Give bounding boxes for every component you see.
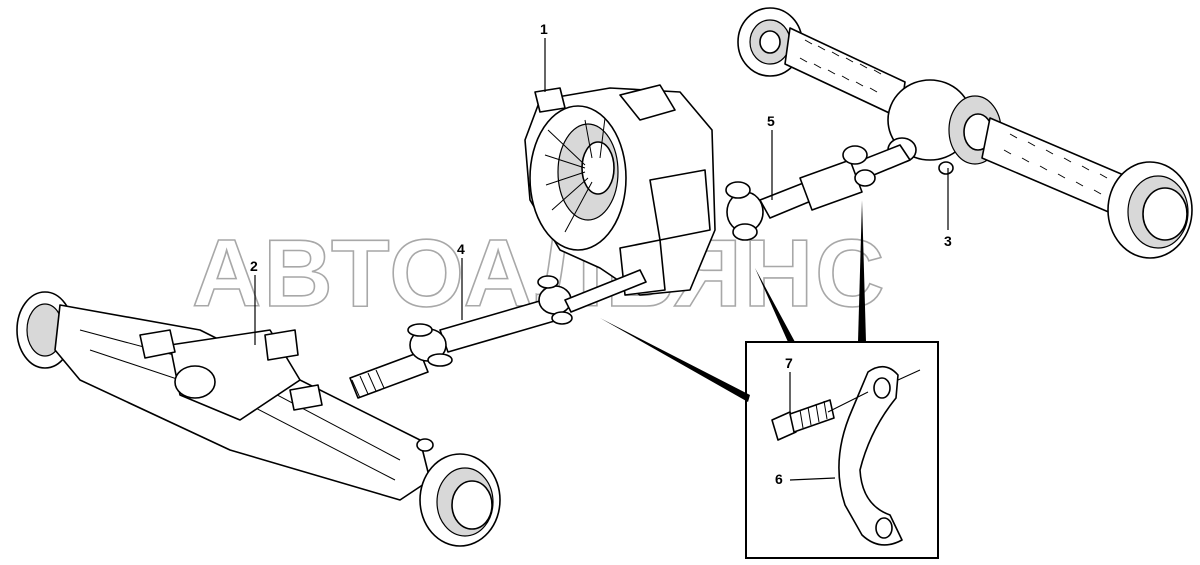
leader-lines: [254, 38, 949, 481]
callout-3: 3: [944, 233, 952, 249]
front-axle: [16, 291, 501, 547]
bolt: [771, 399, 835, 441]
callout-4: 4: [457, 241, 465, 257]
callout-2: 2: [250, 258, 258, 274]
callout-5: 5: [767, 113, 775, 129]
drive-shaft-short: [725, 144, 911, 241]
clamp-strap: [827, 365, 921, 546]
callout-7: 7: [785, 355, 793, 371]
drive-shaft-long: [349, 269, 647, 399]
detail-inset: [600, 200, 939, 559]
rear-axle: [737, 7, 1193, 259]
callout-6: 6: [775, 471, 783, 487]
transmission-housing: [524, 84, 716, 296]
callout-1: 1: [540, 21, 548, 37]
